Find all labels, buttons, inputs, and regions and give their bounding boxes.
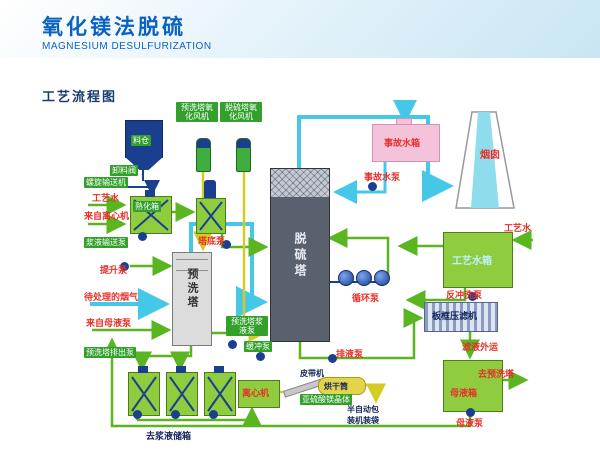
to-slurry-storage-label: 去浆液储箱	[146, 431, 192, 441]
spray-layer	[176, 259, 208, 271]
discharge-valve-label: 卸料阀	[110, 165, 138, 176]
slurry-water-pipes	[88, 195, 533, 428]
raw-flue-gas-label: 待处理的烟气	[84, 292, 139, 302]
lift-pump-label: 提升泵	[100, 265, 128, 275]
storage-pump-icon	[133, 410, 142, 419]
drying-drum-label: 烘干筒	[324, 382, 348, 391]
backwash-pump-icon	[468, 292, 477, 301]
circulation-pump-icon	[356, 270, 372, 286]
from-mother-liquor-pump-label: 来自母液泵	[86, 318, 132, 328]
silo-label: 料仓	[131, 135, 151, 146]
emergency-water-tank	[372, 124, 440, 162]
desulf-oxidation-fan	[236, 138, 251, 172]
mixer-icon	[169, 376, 195, 412]
centrifuge	[238, 380, 280, 408]
tower-bottom-pump-icon	[222, 240, 231, 249]
centrifuge-label: 离心机	[242, 388, 270, 398]
emergency-pump-label: 事故水泵	[364, 172, 401, 182]
backwash-pump-label: 反冲洗泵	[446, 290, 483, 300]
emergency-pump-icon	[368, 182, 377, 191]
screw-conveyor-label: 螺旋输送机	[84, 177, 128, 188]
process-water-right-label: 工艺水	[504, 223, 532, 233]
belt-conveyor-label: 皮带机	[300, 369, 324, 378]
tank-motor	[214, 366, 224, 373]
mixer-icon	[131, 376, 157, 412]
chimney-shape	[455, 111, 515, 209]
drain-pump-icon	[328, 354, 337, 363]
curing-tank-label: 熟化箱	[133, 201, 161, 212]
circulation-pump-icon	[338, 270, 354, 286]
curing-tank-pump-icon	[138, 232, 147, 241]
buffer-pump-label: 缓冲泵	[244, 341, 272, 352]
slurry-storage-tank	[128, 372, 160, 416]
demister-section	[271, 169, 329, 197]
mixer-icon	[199, 201, 223, 231]
prewash-tower-label: 预洗塔	[186, 268, 198, 310]
prewash-oxidation-fan	[196, 138, 211, 172]
page-subtitle: MAGNESIUM DESULFURIZATION	[42, 41, 212, 52]
packing-machine-label: 半自动包装机装袋	[347, 405, 379, 425]
from-centrifuge-label: 来自离心机	[84, 211, 130, 221]
lift-pump-icon	[120, 262, 129, 271]
circulation-pump-label: 循环泵	[352, 293, 380, 303]
mother-liquor-pump-label: 母液泵	[456, 418, 484, 428]
header-banner	[0, 0, 600, 58]
desulf-tower-label: 脱硫塔	[293, 232, 307, 280]
desulf-fan-label: 脱硫塔氧化风机	[220, 102, 262, 122]
prewash-slurry-pump-label: 预洗塔浆液泵	[226, 316, 268, 336]
prewash-slurry-pump-icon	[228, 340, 237, 349]
mother-liquor-pump-icon	[466, 408, 475, 417]
prewash-discharge-pump-label: 预洗塔排出泵	[84, 347, 136, 358]
slurry-storage-tank	[204, 372, 236, 416]
buffer-pump-icon	[256, 352, 265, 361]
process-water-left-label: 工艺水	[92, 193, 120, 203]
tank-motor	[138, 366, 148, 373]
desulf-tower	[270, 168, 330, 342]
page-title: 氧化镁法脱硫	[42, 16, 186, 39]
drain-pump-label: 排液泵	[336, 349, 364, 359]
product-label: 亚硫酸镁晶体	[300, 394, 352, 405]
emergency-tank-label: 事故水箱	[384, 138, 421, 148]
tank-motor	[176, 366, 186, 373]
storage-pump-icon	[171, 410, 180, 419]
tower-bottom-pump-label: 塔底泵	[198, 236, 226, 246]
process-water-tank-label: 工艺水箱	[452, 256, 492, 267]
storage-pump-icon	[209, 410, 218, 419]
prewash-tower	[172, 252, 212, 346]
filter-press	[424, 302, 498, 332]
circulation-pump-icon	[374, 270, 390, 286]
mother-liquor-tank-label: 母液箱	[450, 388, 478, 398]
to-prewash-tower-label: 去预洗塔	[478, 369, 515, 379]
curing-tank-motor	[145, 190, 155, 197]
feed-column	[204, 180, 216, 198]
mixer-icon	[207, 376, 233, 412]
process-water-tank	[443, 232, 513, 288]
slurry-storage-tank	[166, 372, 198, 416]
filter-press-label: 板框压滤机	[432, 311, 478, 321]
slurry-transfer-pump-label: 浆液输送泵	[84, 237, 128, 248]
prewash-fan-label: 预洗塔氧化风机	[176, 102, 218, 122]
chimney-label: 烟囱	[480, 150, 500, 161]
section-title: 工艺流程图	[42, 89, 118, 104]
filtrate-out-label: 滤液外运	[462, 342, 499, 352]
slurry-tank	[196, 198, 226, 234]
